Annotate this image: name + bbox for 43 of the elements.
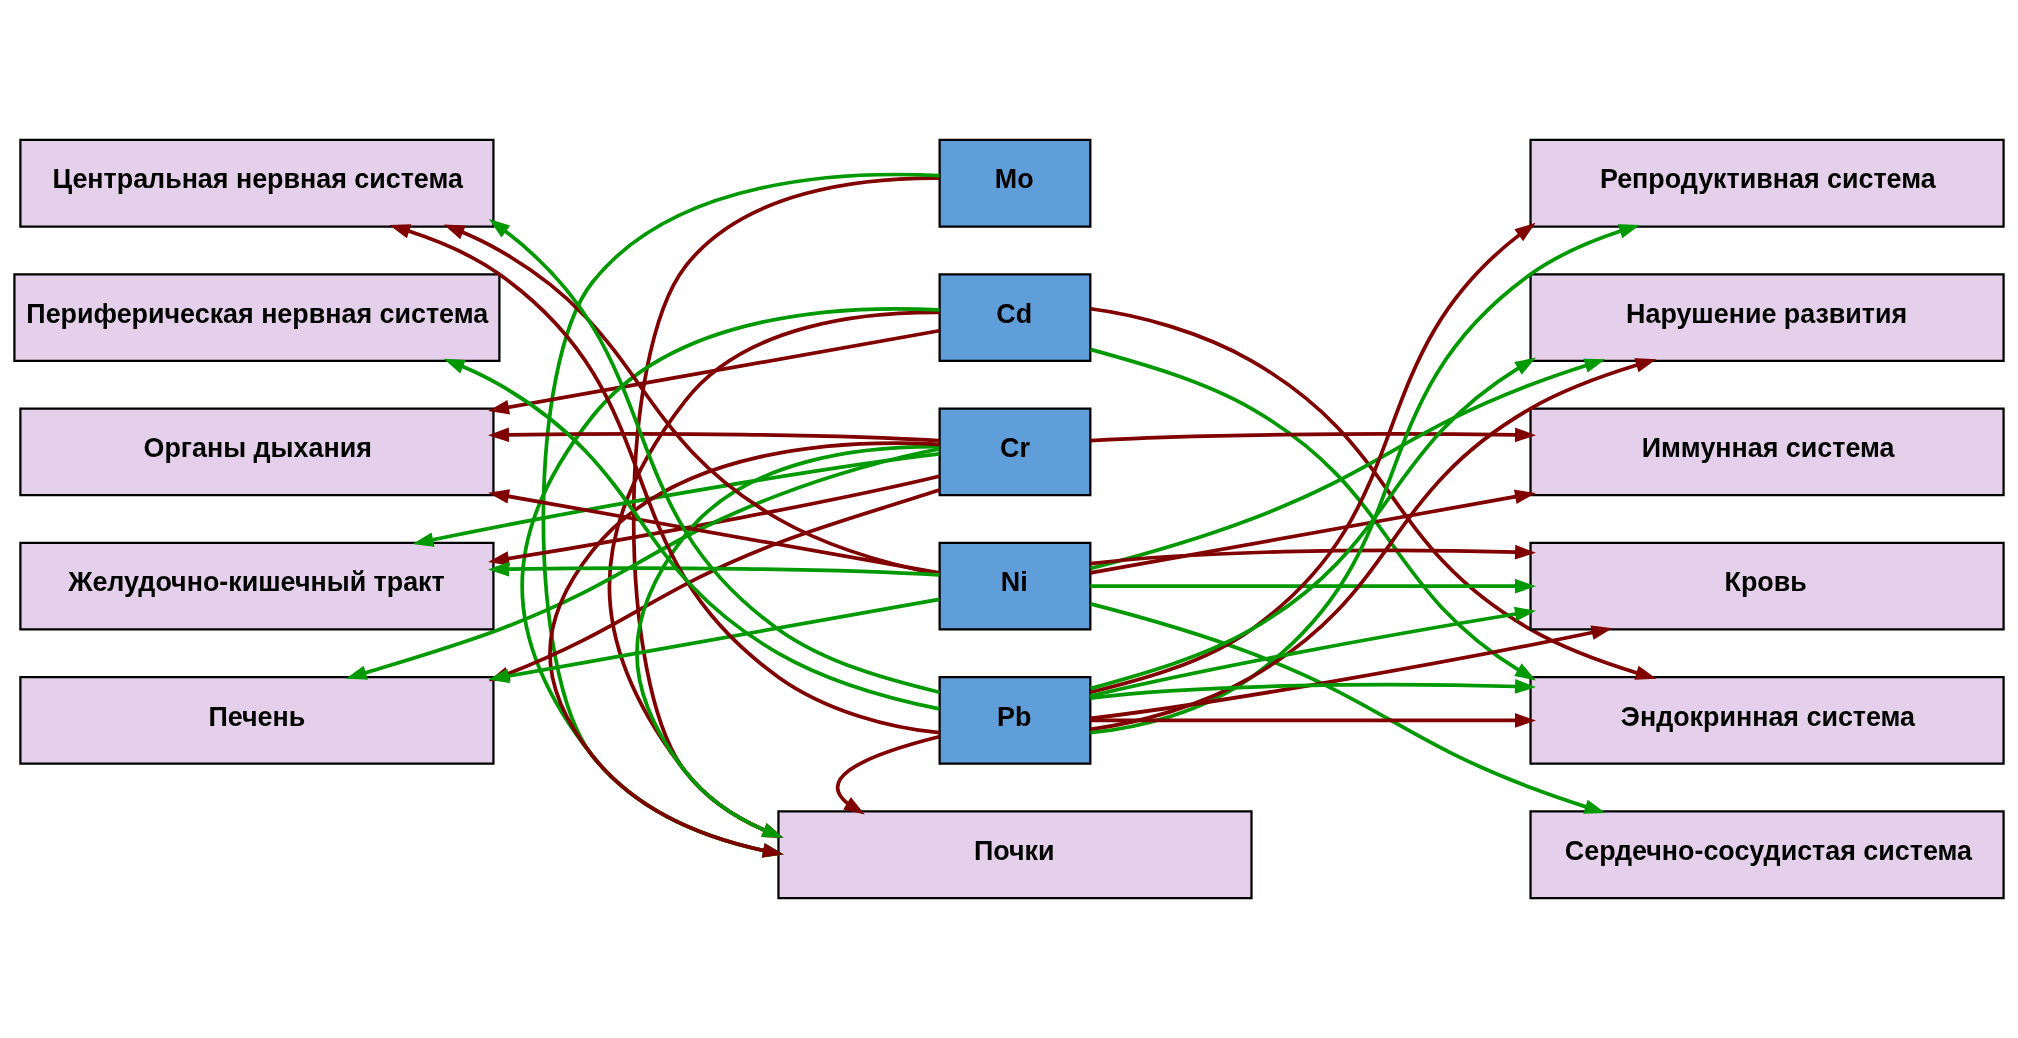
arrow [1090,358,1606,571]
node-box: Ni [938,541,1092,631]
arrow [1090,679,1536,700]
arrow [1090,358,1657,732]
arrow [1089,606,1536,698]
arrow [488,427,940,443]
node-box: Эндокринная система [1529,676,2005,765]
arrow [488,328,940,415]
node-box: Cr [938,407,1092,497]
arrow [1090,625,1613,721]
arrow [548,441,940,858]
node-box: Mo [938,138,1092,228]
node-box: Печень [19,676,495,765]
node-box: Органы дыхания [19,407,495,497]
node-box: Кровь [1529,541,2005,631]
node-box: Pb [938,676,1092,765]
arrow [1090,222,1536,695]
arrow [1090,544,1536,566]
node-box: Почки [777,810,1253,900]
arrow [1090,489,1536,575]
arrow [1090,602,1606,814]
node-box: Cd [938,273,1092,362]
arrow [1090,427,1536,443]
node-box: Сердечно-сосудистая система [1529,810,2005,900]
arrow [488,474,940,566]
arrow [488,489,940,575]
arrow [835,735,940,815]
arrow [443,358,940,711]
arrow [1090,713,1536,728]
node-box: Нарушение развития [1529,273,2005,362]
arrow [488,561,940,577]
arrow [412,451,940,547]
node-box: Периферическая нервная система [13,273,501,362]
node-box: Центральная нервная система [19,138,495,228]
arrow [1090,578,1536,594]
node-box: Репродуктивная система [1529,138,2005,228]
arrow [635,444,940,838]
arrow [1090,306,1657,680]
arrow [389,224,940,735]
node-box: Желудочно-кишечный тракт [19,541,495,631]
node-box: Иммунная система [1529,407,2005,497]
arrow [443,224,940,577]
arrow [1090,224,1640,735]
